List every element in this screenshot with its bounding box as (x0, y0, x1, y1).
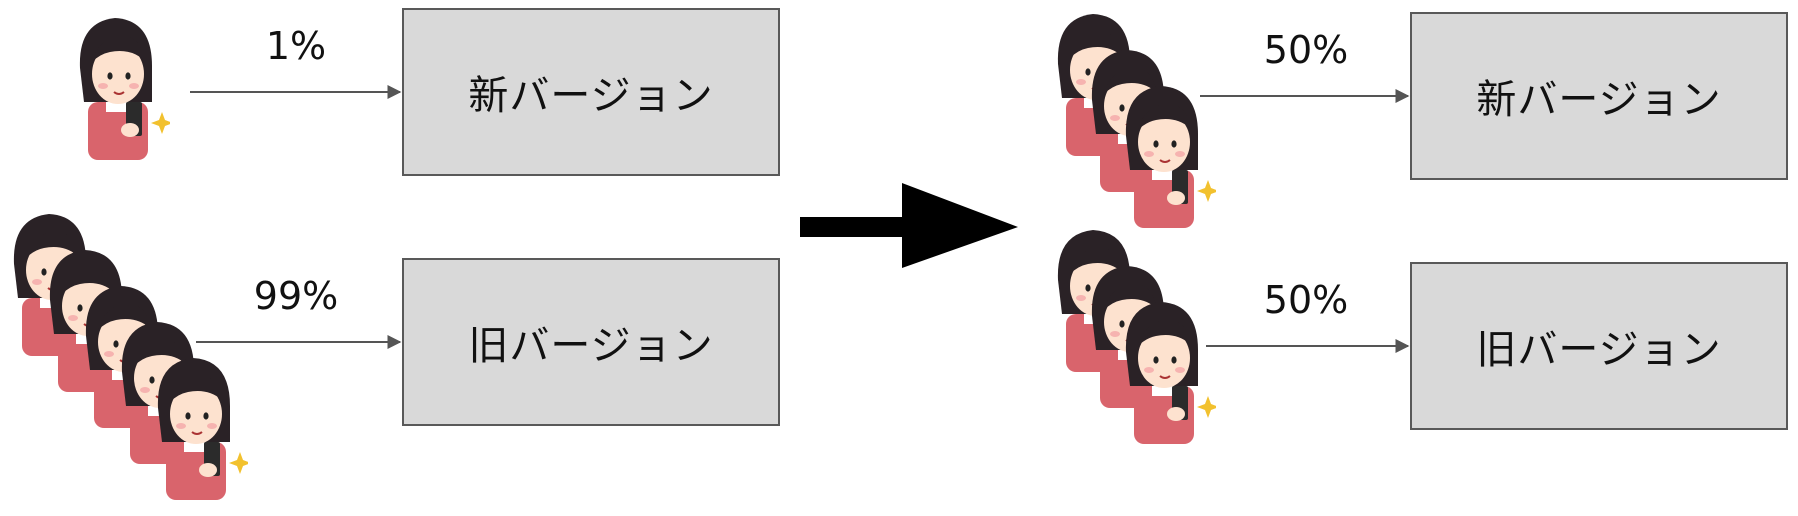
left-top-percent: 1% (265, 24, 327, 68)
left-bottom-percent: 99% (253, 274, 339, 318)
woman-with-smartphone-icon (70, 10, 173, 164)
sparkle-icon (1197, 396, 1219, 418)
left-top-version-box: 新バージョン (402, 8, 780, 176)
sparkle-icon (229, 452, 251, 474)
sparkle-icon (151, 112, 173, 134)
right-bottom-version-box: 旧バージョン (1410, 262, 1788, 430)
right-top-version-box: 新バージョン (1410, 12, 1788, 180)
left-bottom-version-box: 旧バージョン (402, 258, 780, 426)
woman-with-smartphone-icon (1116, 294, 1219, 448)
woman-with-smartphone-icon (1116, 78, 1219, 232)
right-arrow-icon (800, 183, 1018, 268)
right-top-percent: 50% (1263, 28, 1349, 72)
right-bottom-percent: 50% (1263, 278, 1349, 322)
sparkle-icon (1197, 180, 1219, 202)
woman-with-smartphone-icon (148, 350, 251, 504)
